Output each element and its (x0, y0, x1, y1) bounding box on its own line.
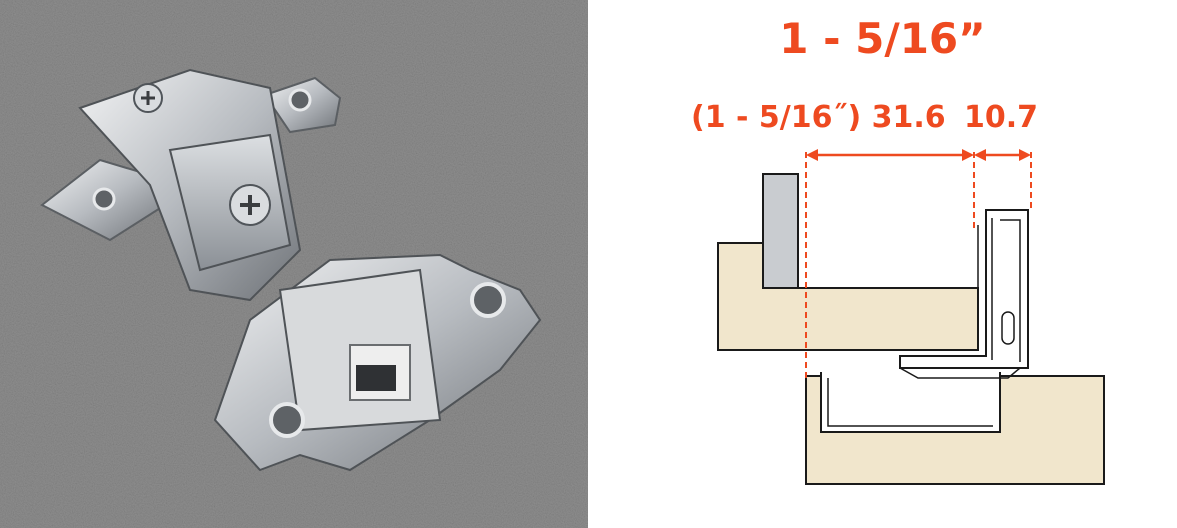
arrowhead-right-icon (962, 149, 974, 161)
arrowhead-left-icon (806, 149, 818, 161)
overlay-title: 1 - 5/16” (779, 14, 986, 63)
dimension-arrows (806, 149, 1031, 161)
hinge-illustration (0, 0, 588, 528)
dimension-diagram: 1 - 5/16” (1 - 5/16˝) 31.6 10.7 (588, 0, 1177, 528)
hinge-cup-pocket (820, 372, 1001, 433)
dimension-label-side: 10.7 (964, 100, 1039, 135)
cup-plate-hole-right (470, 282, 506, 318)
face-frame-section (717, 173, 979, 351)
hinge-cup-inner (827, 378, 993, 427)
mounting-plate-right-hole (288, 88, 312, 112)
screw-slot-icon (141, 91, 155, 105)
logo-badge (356, 365, 396, 391)
frame-insert (762, 173, 799, 289)
hinge-arm-detail (977, 218, 1021, 362)
hinge-arm-slot (1001, 311, 1015, 345)
screw-slot-icon (240, 195, 260, 215)
arrowhead-left-icon (974, 149, 986, 161)
hinge-knuckle (899, 367, 1021, 379)
dimension-label-main: (1 - 5/16˝) 31.6 (691, 100, 946, 135)
arrowhead-right-icon (1019, 149, 1031, 161)
cross-section-drawing (717, 149, 1105, 485)
cup-plate-hole-left (269, 402, 305, 438)
mounting-plate-left-hole (92, 187, 116, 211)
hinge-photo (0, 0, 588, 528)
